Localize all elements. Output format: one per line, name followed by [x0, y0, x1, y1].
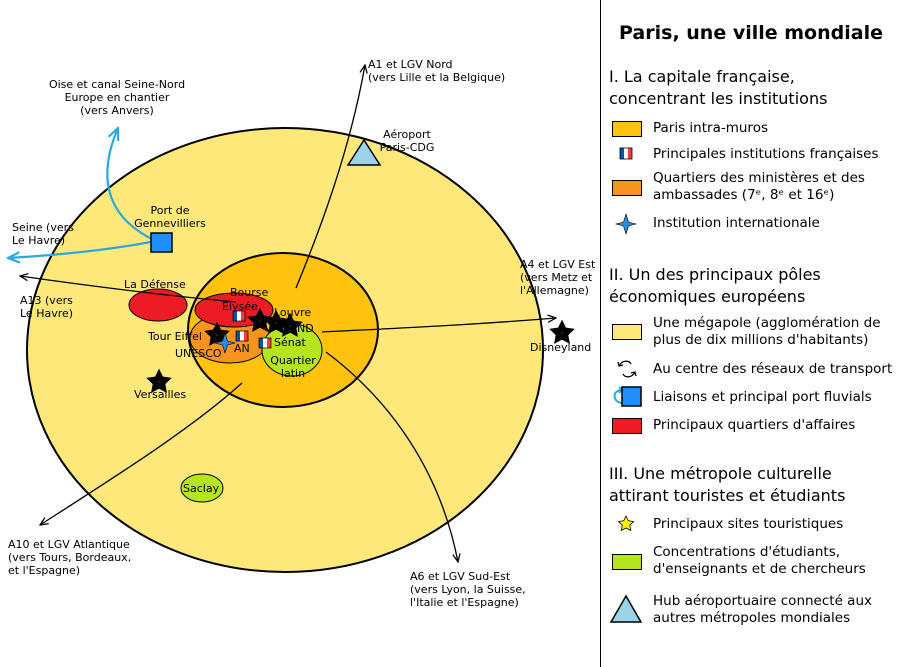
flag-elysee-icon [232, 310, 246, 322]
a1-label: A1 et LGV Nord(vers Lille et la Belgique… [368, 58, 506, 84]
map [0, 0, 575, 573]
oise-link [106, 128, 157, 242]
seine-link [8, 239, 157, 258]
bourse-label: Bourse [230, 286, 269, 299]
port-icon [613, 386, 642, 407]
flag-icon [619, 147, 633, 160]
legend-item-sites-touristiques: Principaux sites touristiques [609, 513, 900, 543]
affaires-swatch [612, 418, 642, 434]
legend-item-etudiants: Concentrations d'étudiants, d'enseignant… [609, 544, 900, 584]
a4-axis [321, 318, 556, 333]
la-defense-zone [128, 288, 188, 322]
a6-axis [325, 351, 458, 562]
louvre-star-icon [263, 309, 289, 334]
notre-dame-star-icon [277, 312, 303, 337]
paris-swatch [612, 121, 642, 137]
legend-item-institution-internationale: Institution internationale [609, 212, 900, 242]
cdg-hub-triangle-icon [346, 138, 382, 166]
versailles-label: Versailles [134, 388, 187, 401]
legend-item-port: Liaisons et principal port fluvials [609, 384, 900, 414]
an-label: AN [234, 342, 250, 355]
la-defense-label: La Défense [124, 278, 186, 291]
a10-axis [40, 382, 243, 525]
a1-axis [295, 65, 365, 289]
flag-assemblee-icon [235, 330, 249, 342]
star-icon [617, 515, 635, 532]
legend-item-ministeres: Quartiers des ministères et des ambassad… [609, 170, 900, 210]
flag-senat-icon [258, 337, 272, 349]
saclay-zone [180, 473, 224, 503]
senat-label: Sénat [274, 336, 306, 349]
disneyland-label: Disneyland [530, 341, 592, 354]
tour-eiffel-label: Tour Eiffel [148, 330, 202, 343]
legend-item-institutions: Principales institutions françaises [609, 144, 900, 174]
a6-label: A6 et LGV Sud-Est(vers Lyon, la Suisse,l… [410, 570, 526, 609]
legend-section-1-heading: I. La capitale française,concentrant les… [609, 67, 828, 108]
legend-item-hub: Hub aéroportuaire connecté aux autres mé… [609, 592, 900, 632]
megapole-swatch [612, 324, 642, 340]
nd-label: ND [297, 322, 314, 335]
hub-triangle-icon [609, 594, 643, 623]
legend-item-transport: Au centre des réseaux de transport [609, 358, 900, 388]
star4-icon [614, 212, 638, 236]
louvre-label: Louvre [274, 306, 312, 319]
map-title: Paris, une ville mondiale [619, 22, 883, 44]
ministeres-swatch [612, 180, 642, 196]
legend-item-paris: Paris intra-muros [609, 117, 900, 147]
a13-axis [20, 276, 237, 303]
unesco-institution-icon [213, 331, 237, 355]
legend: Paris, une ville mondiale I. La capitale… [600, 0, 900, 667]
transport-axes [20, 65, 556, 562]
legend-item-affaires: Principaux quartiers d'affaires [609, 414, 900, 444]
disneyland-star-icon [549, 319, 575, 344]
unesco-label: UNESCO [175, 347, 222, 360]
versailles-star-icon [146, 368, 172, 393]
elysee-label: Élysée [222, 300, 258, 313]
legend-item-megapole: Une mégapole (agglomération de plus de d… [609, 314, 900, 354]
tour-eiffel-star-icon [204, 321, 230, 346]
port-gennevilliers-icon [150, 232, 173, 253]
transport-arrows-icon [617, 360, 637, 378]
a10-label: A10 et LGV Atlantique(vers Tours, Bordea… [8, 538, 132, 577]
etudiants-swatch [612, 554, 642, 570]
saclay-label: Saclay [183, 482, 220, 495]
fluvial-links [8, 128, 157, 258]
elysee-star-icon [247, 307, 273, 332]
